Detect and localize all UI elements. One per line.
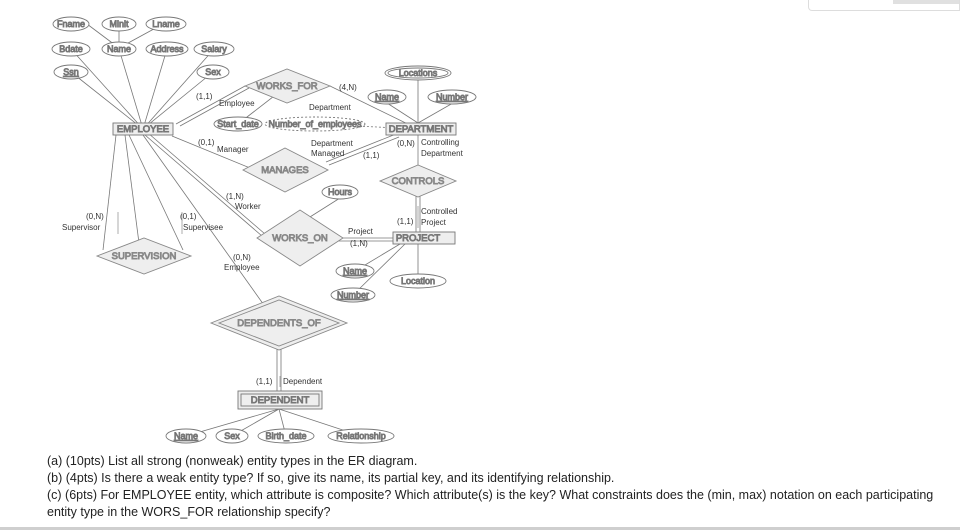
role-manager: Manager <box>217 145 249 154</box>
attribute-fname-label: Fname <box>57 19 85 29</box>
role-supervisor: Supervisor <box>62 223 101 232</box>
attribute-ssn-label: Ssn <box>63 67 79 77</box>
entity-dependent-label: DEPENDENT <box>251 395 310 406</box>
attribute-salary-label: Salary <box>201 44 227 54</box>
attribute-locations-label: Locations <box>399 68 438 78</box>
relationship-controls: CONTROLS <box>378 164 458 198</box>
question-a: (a) (10pts) List all strong (nonweak) en… <box>47 454 418 468</box>
entity-employee: EMPLOYEE <box>112 122 174 136</box>
role-controlled-line2: Project <box>421 218 447 227</box>
relationship-supervision-label: SUPERVISION <box>112 251 177 262</box>
attribute-minit: Minit <box>101 16 137 32</box>
constraint-manages-department: (1,1) <box>363 151 380 160</box>
role-department-managed-line2: Managed <box>311 149 344 158</box>
attribute-relationship-label: Relationship <box>336 431 386 441</box>
constraint-dependents-dependent: (1,1) <box>256 377 273 386</box>
constraint-supervisor: (0,N) <box>86 212 104 221</box>
entity-project: PROJECT <box>392 231 456 245</box>
role-separators <box>117 138 419 387</box>
attribute-fname: Fname <box>52 16 90 32</box>
question-b: (b) (4pts) Is there a weak entity type? … <box>47 471 615 485</box>
widget-shade <box>893 0 959 4</box>
entity-employee-label: EMPLOYEE <box>117 124 169 135</box>
attribute-bdate-label: Bdate <box>59 44 83 54</box>
attribute-hours-label: Hours <box>328 187 353 197</box>
role-dependents-employee: Employee <box>224 263 260 272</box>
constraint-supervisee: (0,1) <box>180 212 197 221</box>
relationship-works-for: WORKS_FOR <box>243 68 332 104</box>
role-controlling-line1: Controlling <box>421 138 459 147</box>
attribute-start-date: Start_date <box>213 116 263 132</box>
role-department: Department <box>309 103 352 112</box>
attribute-dept-name: Name <box>367 89 407 105</box>
attribute-address-label: Address <box>150 44 184 54</box>
attribute-proj-name-label: Name <box>343 266 367 276</box>
attribute-dept-number-label: Number <box>436 92 468 102</box>
role-dependent: Dependent <box>283 377 323 386</box>
attribute-address: Address <box>145 41 189 57</box>
constraint-controls-project: (1,1) <box>397 217 414 226</box>
attribute-start-date-label: Start_date <box>217 119 259 129</box>
attribute-dep-name-label: Name <box>174 431 198 441</box>
attribute-dep-sex-label: Sex <box>224 431 240 441</box>
attribute-proj-name: Name <box>335 263 375 279</box>
attribute-number-of-employees: Number_of_employees <box>264 116 366 132</box>
relationship-manages-label: MANAGES <box>261 165 309 176</box>
attribute-salary: Salary <box>193 41 235 57</box>
attribute-name-label: Name <box>107 44 131 54</box>
attribute-relationship: Relationship <box>327 428 395 444</box>
attribute-sex: Sex <box>196 64 230 80</box>
constraint-dependents-employee: (0,N) <box>233 253 251 262</box>
relationship-dependents-of: DEPENDENTS_OF <box>209 295 349 351</box>
attribute-lname: Lname <box>145 16 187 32</box>
attribute-proj-number: Number <box>330 287 376 303</box>
relationship-controls-label: CONTROLS <box>392 176 445 187</box>
relationship-dependents-of-label: DEPENDENTS_OF <box>237 318 321 329</box>
role-employee: Employee <box>219 99 255 108</box>
bottom-bar <box>0 527 960 530</box>
attribute-minit-label: Minit <box>109 19 129 29</box>
relationship-works-on-label: WORKS_ON <box>272 233 328 244</box>
attribute-dept-name-label: Name <box>375 92 399 102</box>
attribute-bdate: Bdate <box>51 41 91 57</box>
attribute-dep-name: Name <box>165 428 207 444</box>
role-project: Project <box>348 227 374 236</box>
relationship-works-for-label: WORKS_FOR <box>256 81 317 92</box>
entity-department: DEPARTMENT <box>385 122 457 136</box>
questions-block: (a) (10pts) List all strong (nonweak) en… <box>47 453 937 521</box>
relationship-works-on: WORKS_ON <box>256 209 344 267</box>
constraint-works-on-project: (1,N) <box>350 239 368 248</box>
question-c: (c) (6pts) For EMPLOYEE entity, which at… <box>47 488 934 519</box>
constraint-works-on-worker: (1,N) <box>226 192 244 201</box>
attribute-ssn: Ssn <box>53 64 89 80</box>
attribute-dep-sex: Sex <box>215 428 249 444</box>
attribute-sex-label: Sex <box>205 67 221 77</box>
attribute-name: Name <box>101 41 137 57</box>
relationship-supervision: SUPERVISION <box>95 237 193 275</box>
attribute-proj-number-label: Number <box>337 290 369 300</box>
constraint-controls-department: (0,N) <box>397 139 415 148</box>
relationship-manages: MANAGES <box>242 147 329 193</box>
role-worker: Worker <box>235 202 261 211</box>
attribute-location: Location <box>389 273 447 289</box>
attribute-locations: Locations <box>384 65 452 81</box>
entity-dependent: DEPENDENT <box>237 390 323 410</box>
er-diagram: Fname Minit Lname Bdate Name Address Sal… <box>51 16 477 444</box>
role-controlled-line1: Controlled <box>421 207 457 216</box>
attribute-birth-date: Birth_date <box>257 428 315 444</box>
attribute-location-label: Location <box>401 276 435 286</box>
constraint-manages-manager: (0,1) <box>198 138 215 147</box>
role-controlling-line2: Department <box>421 149 464 158</box>
constraint-works-for-employee: (1,1) <box>196 92 213 101</box>
entity-department-label: DEPARTMENT <box>389 124 454 135</box>
role-supervisee: Supervisee <box>183 223 224 232</box>
attribute-dept-number: Number <box>427 89 477 105</box>
attribute-hours: Hours <box>321 184 359 200</box>
entity-project-label: PROJECT <box>396 233 441 244</box>
attribute-lname-label: Lname <box>152 19 180 29</box>
attribute-birth-date-label: Birth_date <box>265 431 306 441</box>
constraint-works-for-department: (4,N) <box>339 83 357 92</box>
attribute-number-of-employees-label: Number_of_employees <box>268 119 362 129</box>
role-department-managed-line1: Department <box>311 139 354 148</box>
